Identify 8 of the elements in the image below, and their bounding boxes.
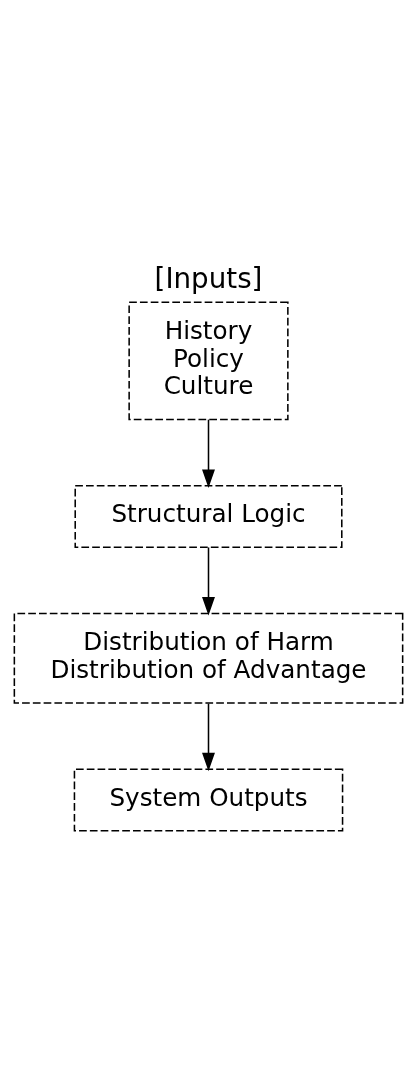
diagram-title: [Inputs] (154, 261, 263, 295)
node-box: History Policy Culture (128, 301, 289, 421)
node-box: System Outputs (73, 768, 344, 832)
arrow (202, 418, 215, 488)
arrow (202, 546, 215, 616)
arrow (202, 702, 215, 772)
node-box: Structural Logic (74, 484, 343, 549)
node-box: Distribution of Harm Distribution of Advantage (13, 612, 404, 704)
